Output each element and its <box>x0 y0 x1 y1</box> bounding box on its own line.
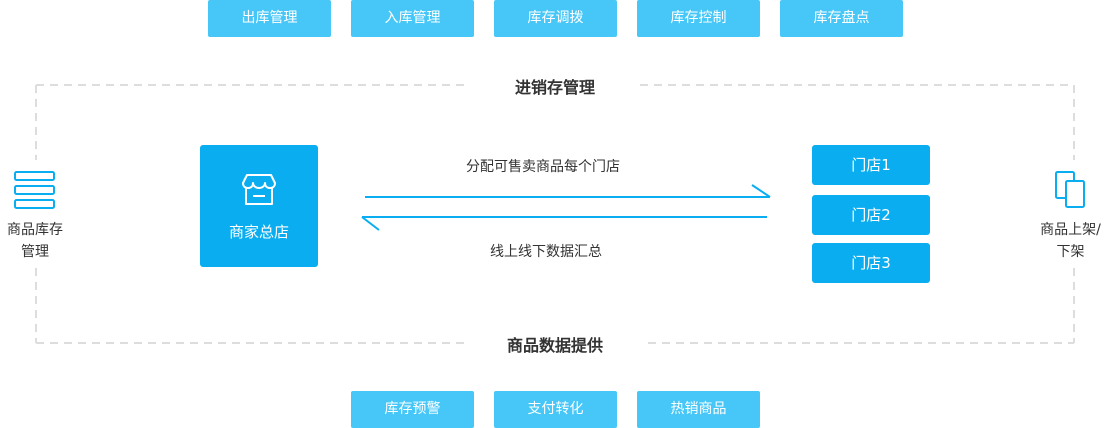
store-3[interactable]: 门店3 <box>812 243 930 283</box>
bottom-section-title: 商品数据提供 <box>475 332 635 356</box>
shelf-label-line1: 商品上架/ <box>1040 222 1101 238</box>
chip-inbound[interactable]: 入库管理 <box>351 0 474 37</box>
headquarters-label: 商家总店 <box>228 223 289 241</box>
flow-out-text: 分配可售卖商品每个门店 <box>466 159 620 175</box>
chip-transfer[interactable]: 库存调拨 <box>494 0 617 37</box>
chip-stocktake[interactable]: 库存盘点 <box>780 0 903 37</box>
top-section-title: 进销存管理 <box>475 74 635 98</box>
storefront-icon <box>242 174 276 205</box>
inventory-management-line1: 商品库存 <box>7 222 63 238</box>
inventory-management-label: 商品库存 管理 <box>0 219 70 263</box>
chip-control[interactable]: 库存控制 <box>637 0 760 37</box>
flow-in-text: 线上线下数据汇总 <box>490 244 602 260</box>
chip-hot-products[interactable]: 热销商品 <box>637 391 760 428</box>
chip-outbound[interactable]: 出库管理 <box>208 0 331 37</box>
store-1[interactable]: 门店1 <box>812 145 930 185</box>
shelf-label: 商品上架/ 下架 <box>1032 219 1109 263</box>
headquarters-store[interactable]: 商家总店 <box>200 145 318 267</box>
stack-icon <box>14 171 55 209</box>
chip-stock-alert[interactable]: 库存预警 <box>351 391 474 428</box>
shelf-icon <box>1055 171 1085 208</box>
store-2[interactable]: 门店2 <box>812 195 930 235</box>
inventory-management-line2: 管理 <box>21 244 49 260</box>
chip-payment-conversion[interactable]: 支付转化 <box>494 391 617 428</box>
shelf-label-line2: 下架 <box>1056 244 1085 260</box>
